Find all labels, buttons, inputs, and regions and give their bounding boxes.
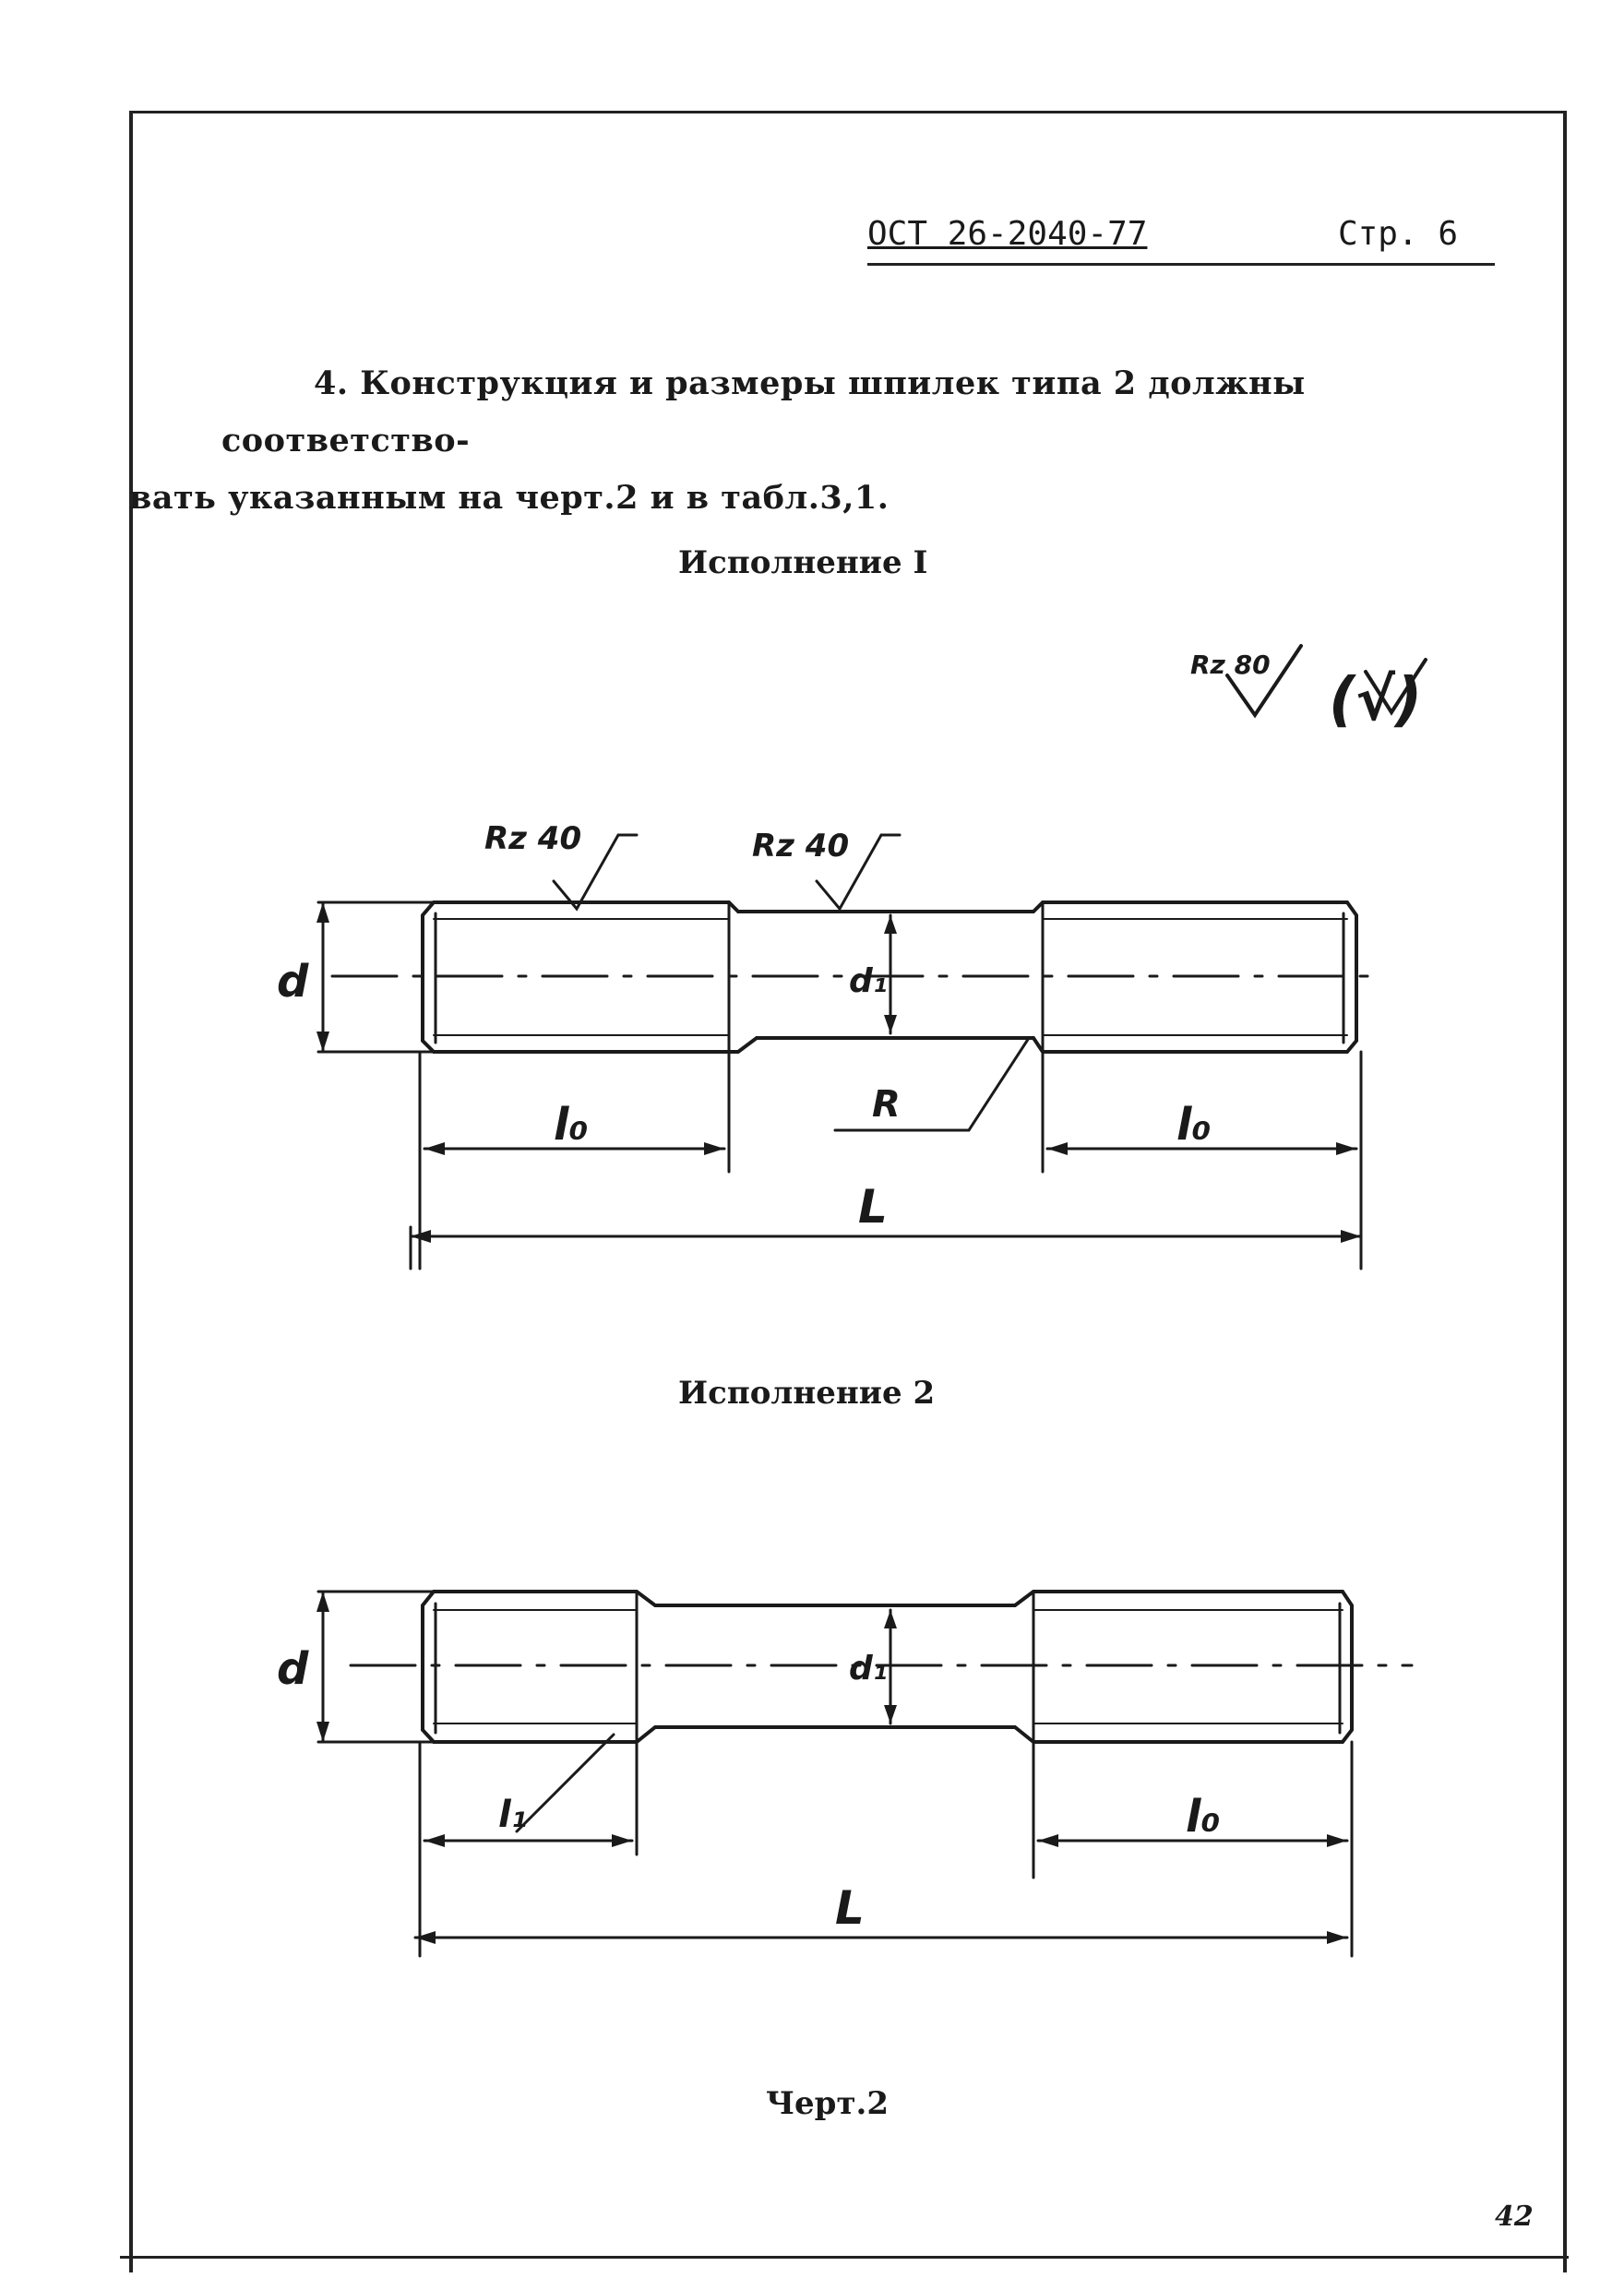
clause-paragraph: 4. Конструкция и размеры шпилек типа 2 д… (129, 355, 1513, 527)
document-number: ОСТ 26-2040-77 (867, 215, 1148, 253)
v1-arrowheads (316, 902, 1361, 1243)
stud-variant1-outline (316, 644, 1427, 1270)
v1-roughness-general: Rz 80 (1190, 650, 1271, 680)
v1-dim-l0-left: l₀ (554, 1099, 588, 1151)
page-label: Стр. 6 (1337, 215, 1458, 253)
stud-variant2-outline (316, 1590, 1414, 1958)
paragraph-line-1: 4. Конструкция и размеры шпилек типа 2 д… (221, 364, 1306, 459)
variant1-caption: Исполнение I (678, 544, 928, 581)
v1-dim-d: d (277, 956, 309, 1008)
page-frame (129, 111, 1567, 2272)
v1-roughness-left: Rz 40 (484, 820, 581, 857)
v1-dim-L: L (858, 1180, 888, 1234)
page-header: ОСТ 26-2040-77 Стр. 6 (867, 208, 1495, 266)
v2-dim-L: L (835, 1881, 865, 1935)
v2-dim-l1: l₁ (498, 1794, 527, 1836)
paragraph-line-2: вать указанным на черт.2 и в табл.3,1. (129, 479, 890, 517)
v1-dim-d1: d₁ (849, 962, 888, 1000)
page-number: 42 (1495, 2200, 1534, 2233)
v2-dim-d1: d₁ (849, 1650, 888, 1688)
v1-dim-l0-right: l₀ (1176, 1099, 1211, 1151)
v1-roughness-mid: Rz 40 (752, 828, 849, 865)
v2-dim-d: d (277, 1643, 309, 1695)
figure-caption: Черт.2 (766, 2085, 890, 2122)
bottom-rule (120, 2256, 1569, 2259)
variant2-caption: Исполнение 2 (678, 1375, 936, 1412)
v1-dim-R: R (872, 1083, 901, 1126)
v1-roughness-general-paren: (√) (1329, 666, 1422, 734)
v2-dim-l0: l₀ (1186, 1791, 1220, 1843)
v2-arrowheads (316, 1592, 1347, 1944)
